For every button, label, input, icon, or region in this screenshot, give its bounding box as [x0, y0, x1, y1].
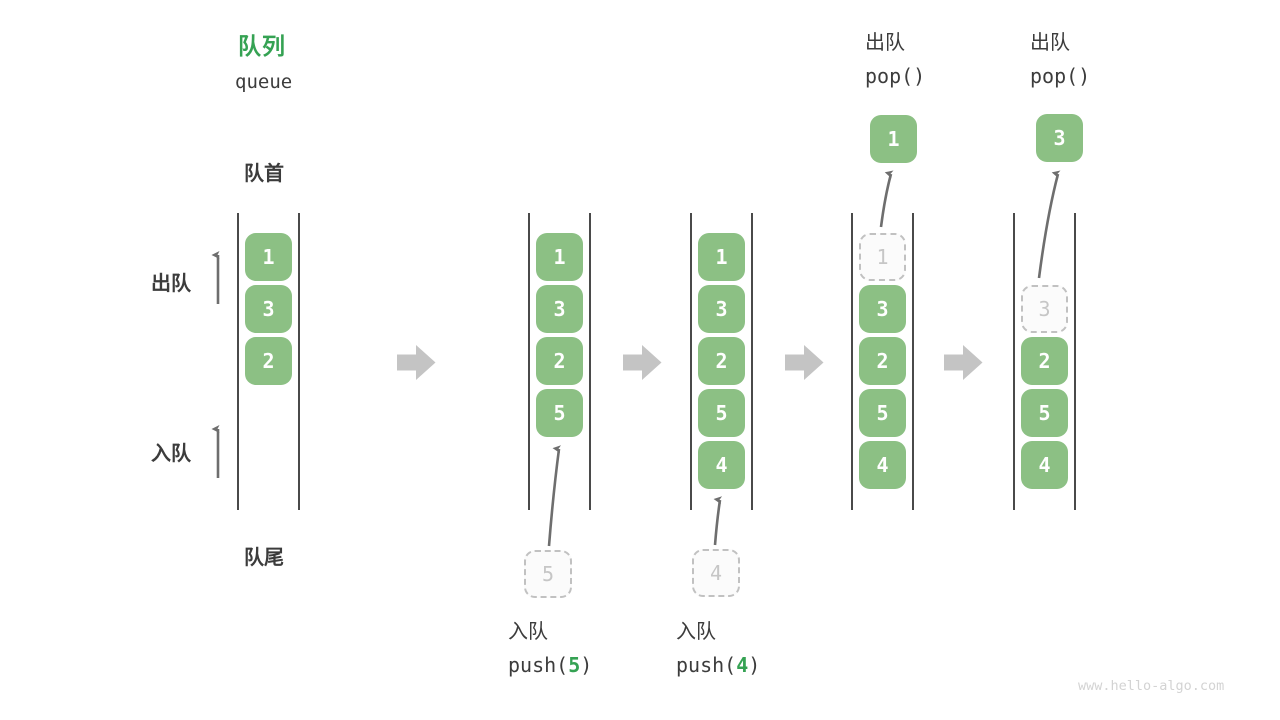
push-4-label: 入队 push(4) [676, 622, 760, 675]
popped-element-3: 3 [1036, 114, 1083, 162]
transition-arrow-icon [623, 345, 662, 380]
queue-element: 2 [245, 337, 292, 385]
queue-element-removed: 3 [1021, 285, 1068, 333]
queue-element: 5 [859, 389, 906, 437]
queue-rear-label: 队尾 [244, 547, 284, 569]
transition-arrow-icon [785, 345, 824, 380]
queue-element: 2 [698, 337, 745, 385]
popped-element-1: 1 [870, 115, 917, 163]
queue-element: 3 [698, 285, 745, 333]
pop-1-label-code: pop() [865, 64, 926, 88]
queue-element-removed: 1 [859, 233, 906, 281]
queue-element: 1 [245, 233, 292, 281]
enqueue-side-label: 入队 [151, 443, 191, 465]
diagram-title-en: queue [235, 71, 293, 93]
queue-element: 1 [698, 233, 745, 281]
queue-element: 3 [536, 285, 583, 333]
queue-element: 3 [245, 285, 292, 333]
queue-element: 2 [536, 337, 583, 385]
queue-element: 3 [859, 285, 906, 333]
pop-1-label: 出队 pop() [865, 33, 925, 86]
pop-3-label-code: pop() [1030, 64, 1091, 88]
incoming-element-5: 5 [524, 550, 572, 598]
queue-element: 5 [698, 389, 745, 437]
pop-3-label-cn: 出队 [1030, 32, 1070, 54]
queue-element: 4 [698, 441, 745, 489]
dequeue-side-label: 出队 [151, 273, 191, 295]
push-5-label-code: push(5) [508, 653, 593, 677]
transition-arrow-icon [397, 345, 436, 380]
push-5-label-cn: 入队 [508, 621, 548, 643]
watermark: www.hello-algo.com [1078, 678, 1225, 694]
push-4-label-cn: 入队 [676, 621, 716, 643]
push-4-label-code: push(4) [676, 653, 761, 677]
queue-element: 5 [536, 389, 583, 437]
incoming-element-4: 4 [692, 549, 740, 597]
queue-front-label: 队首 [244, 163, 284, 185]
queue-element: 4 [1021, 441, 1068, 489]
pop-1-label-cn: 出队 [865, 32, 905, 54]
queue-element: 4 [859, 441, 906, 489]
push-5-label: 入队 push(5) [508, 622, 592, 675]
queue-element: 2 [859, 337, 906, 385]
pop-3-label: 出队 pop() [1030, 33, 1090, 86]
transition-arrow-icon [944, 345, 983, 380]
queue-element: 2 [1021, 337, 1068, 385]
diagram-title-cn: 队列 [238, 33, 286, 59]
queue-element: 5 [1021, 389, 1068, 437]
queue-element: 1 [536, 233, 583, 281]
